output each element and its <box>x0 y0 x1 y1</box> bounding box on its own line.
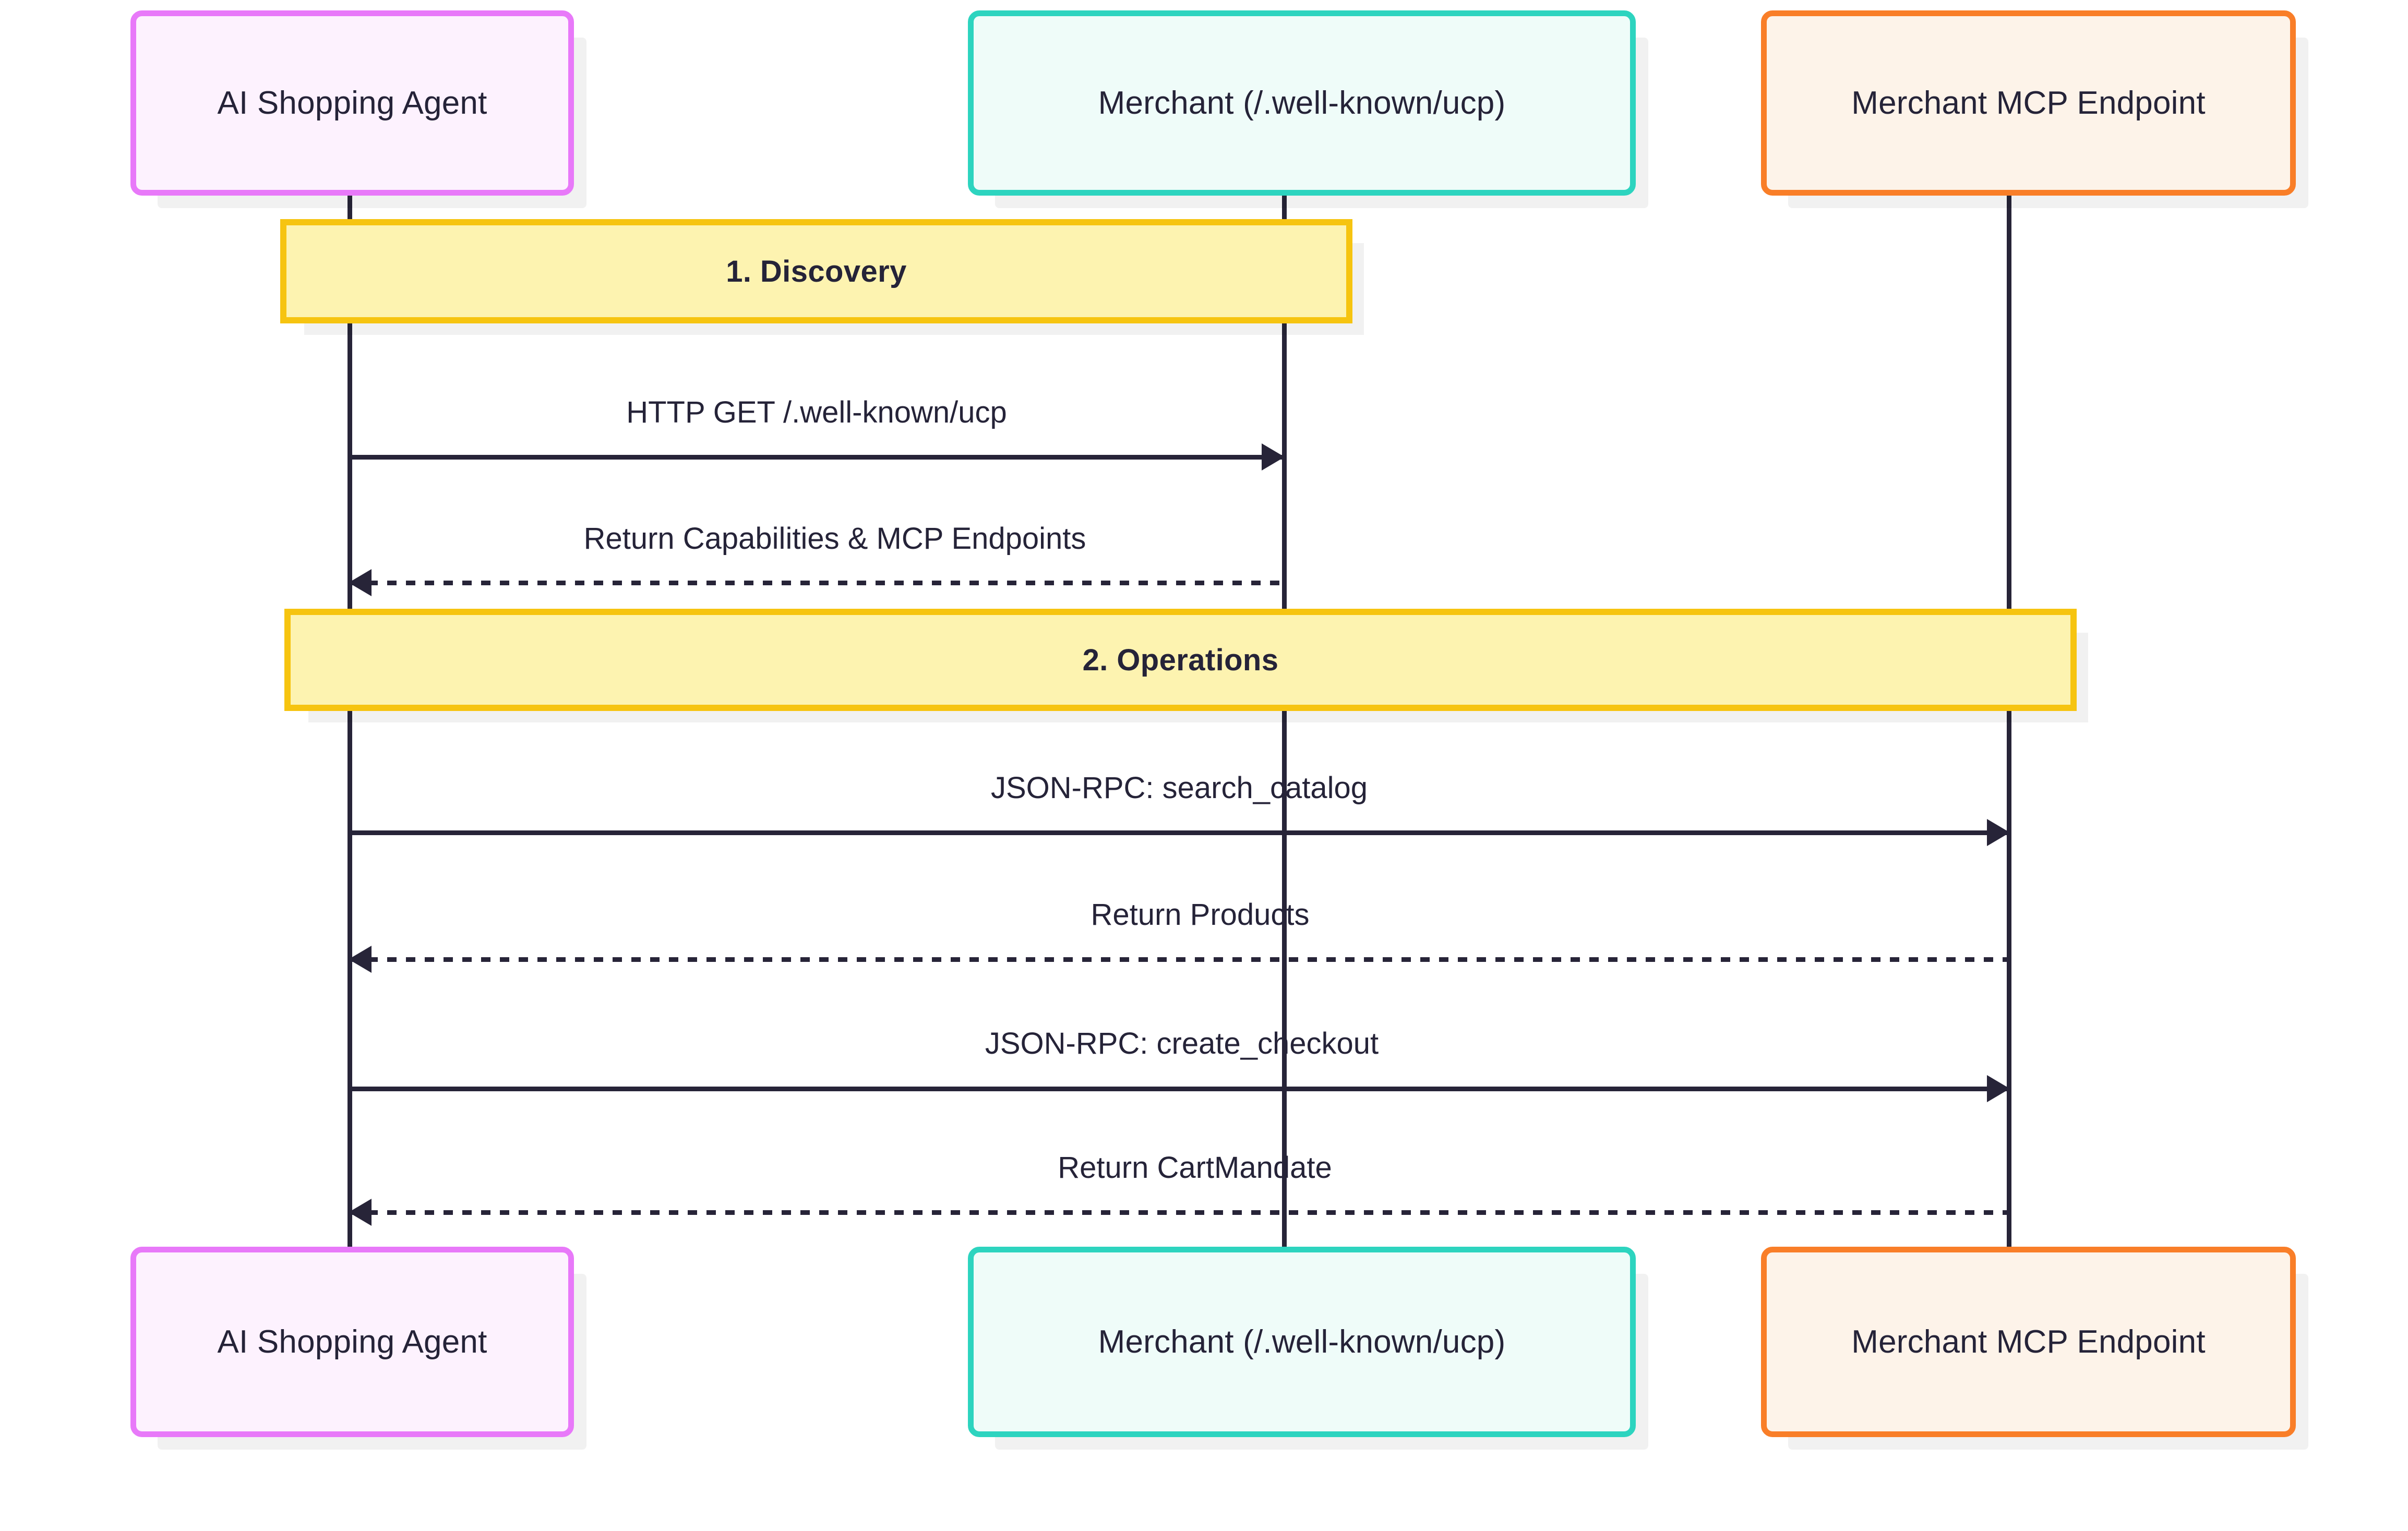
message-line <box>350 581 1284 585</box>
message-label-return-capabilities: Return Capabilities & MCP Endpoints <box>583 522 1086 556</box>
participant-label-merchant-bottom: Merchant (/.well-known/ucp) <box>1098 1323 1506 1360</box>
participant-label-mcp-bottom: Merchant MCP Endpoint <box>1851 1323 2206 1360</box>
participant-label-mcp-top: Merchant MCP Endpoint <box>1851 85 2206 121</box>
participant-label-agent-top: AI Shopping Agent <box>217 85 487 121</box>
message-line <box>350 1087 2009 1091</box>
message-line <box>350 1210 2009 1215</box>
lifeline-merchant <box>1282 196 1287 1249</box>
arrowhead-left-icon <box>349 946 372 973</box>
arrowhead-right-icon <box>1987 1075 2010 1102</box>
participant-box-agent-top[interactable]: AI Shopping Agent <box>130 10 574 196</box>
participant-box-merchant-bottom[interactable]: Merchant (/.well-known/ucp) <box>968 1247 1636 1437</box>
participant-label-merchant-top: Merchant (/.well-known/ucp) <box>1098 85 1506 121</box>
participant-box-merchant-top[interactable]: Merchant (/.well-known/ucp) <box>968 10 1636 196</box>
message-line <box>350 830 2009 835</box>
arrowhead-left-icon <box>349 1199 372 1226</box>
lifeline-agent <box>348 196 352 1249</box>
arrowhead-left-icon <box>349 569 372 596</box>
participant-box-mcp-bottom[interactable]: Merchant MCP Endpoint <box>1761 1247 2296 1437</box>
section-banner-discovery[interactable]: 1. Discovery <box>280 219 1352 323</box>
message-label-http-get: HTTP GET /.well-known/ucp <box>626 395 1007 429</box>
section-label-discovery: 1. Discovery <box>726 254 907 288</box>
message-line <box>350 455 1284 460</box>
lifeline-mcp <box>2007 196 2011 1249</box>
arrowhead-right-icon <box>1262 443 1285 471</box>
message-label-create-checkout: JSON-RPC: create_checkout <box>985 1027 1379 1060</box>
participant-label-agent-bottom: AI Shopping Agent <box>217 1323 487 1360</box>
message-line <box>350 957 2009 962</box>
participant-box-mcp-top[interactable]: Merchant MCP Endpoint <box>1761 10 2296 196</box>
participant-box-agent-bottom[interactable]: AI Shopping Agent <box>130 1247 574 1437</box>
message-label-search-catalog: JSON-RPC: search_catalog <box>990 771 1368 805</box>
section-label-operations: 2. Operations <box>1082 643 1279 677</box>
section-banner-operations[interactable]: 2. Operations <box>284 609 2077 711</box>
message-label-return-products: Return Products <box>1091 898 1310 932</box>
message-label-return-cartmandate: Return CartMandate <box>1058 1151 1332 1185</box>
arrowhead-right-icon <box>1987 819 2010 846</box>
